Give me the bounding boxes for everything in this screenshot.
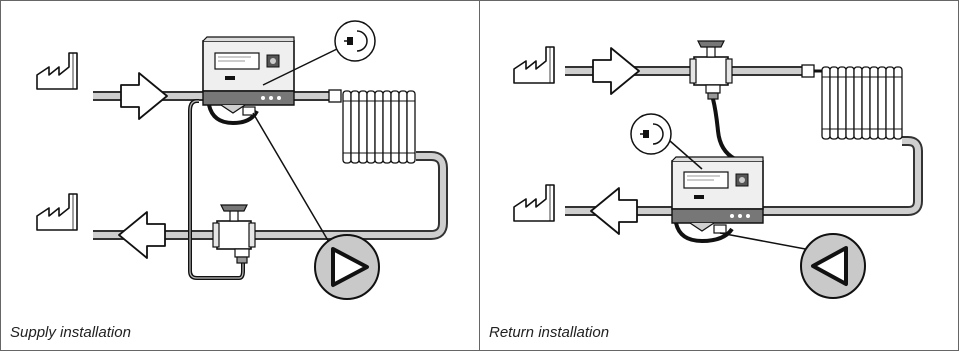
- return-pipe: [93, 151, 448, 240]
- return-installation-panel: Return installation: [480, 1, 958, 350]
- meter-connection-cable: [674, 222, 734, 244]
- sensor-plug-icon: [630, 113, 672, 155]
- sensor-pointer-line: [262, 48, 338, 86]
- factory-icon: [36, 193, 78, 231]
- radiator-icon: [821, 66, 903, 140]
- sensor-plug-icon: [334, 20, 376, 62]
- flow-direction-sign-icon: [314, 234, 380, 300]
- pipe-coupling-icon: [328, 89, 342, 103]
- flow-arrow-left-icon: [118, 211, 166, 259]
- supply-installation-panel: Supply installation: [1, 1, 480, 350]
- ball-valve-icon: [689, 40, 733, 100]
- ball-valve-icon: [212, 204, 256, 264]
- factory-icon: [36, 52, 78, 90]
- return-installation-diagram: [513, 40, 923, 299]
- radiator-icon: [342, 90, 416, 164]
- flow-sign-pointer-line: [719, 232, 817, 252]
- heat-meter-icon: [671, 156, 764, 232]
- pipe-coupling-icon: [801, 64, 815, 78]
- factory-icon: [513, 46, 555, 84]
- sensor-cable: [711, 98, 740, 163]
- supply-installation-caption: Supply installation: [10, 324, 131, 341]
- flow-arrow-right-icon: [592, 47, 640, 95]
- flow-arrow-right-icon: [120, 72, 168, 120]
- flow-direction-sign-icon: [800, 233, 866, 299]
- sensor-port-icon: [242, 106, 256, 116]
- return-installation-caption: Return installation: [489, 324, 610, 341]
- flow-arrow-left-icon: [590, 187, 638, 235]
- sensor-port-icon: [713, 224, 727, 234]
- meter-connection-cable: [207, 104, 259, 126]
- supply-installation-diagram: [36, 20, 448, 300]
- return-pipe: [565, 136, 923, 216]
- flow-sign-pointer-line: [252, 112, 334, 250]
- factory-icon: [513, 184, 555, 222]
- heat-meter-icon: [202, 36, 295, 114]
- sensor-pointer-line: [669, 140, 703, 170]
